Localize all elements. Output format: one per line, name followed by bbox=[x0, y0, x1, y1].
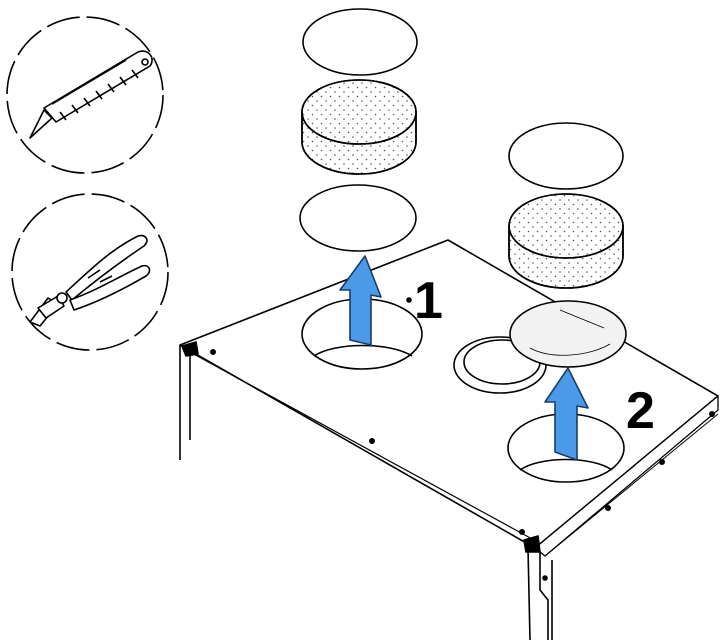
filter-cover-top bbox=[302, 8, 418, 76]
step-number-2: 2 bbox=[626, 382, 655, 440]
side-cutter-pliers-icon bbox=[29, 234, 151, 327]
utility-knife-tool bbox=[6, 16, 164, 174]
foam-filter bbox=[508, 193, 624, 289]
unit-right-rim bbox=[534, 395, 719, 557]
filter-cover-bottom bbox=[509, 300, 627, 368]
foam-filter bbox=[301, 79, 417, 175]
up-arrow-2 bbox=[544, 367, 589, 461]
filter-cover-top bbox=[508, 122, 624, 190]
unit-front-corner bbox=[527, 547, 553, 641]
filter-cover-bottom bbox=[299, 184, 417, 252]
ventilation-unit bbox=[179, 239, 719, 641]
filter-stack-1 bbox=[299, 8, 418, 252]
tool-circle-dashed bbox=[11, 193, 169, 351]
utility-knife-icon bbox=[29, 50, 153, 139]
tool-circle-dashed bbox=[6, 16, 164, 174]
up-arrow-1 bbox=[339, 255, 382, 346]
filter-stack-2 bbox=[508, 122, 627, 368]
pliers-tool bbox=[11, 193, 169, 351]
step-number-1: 1 bbox=[414, 272, 443, 330]
